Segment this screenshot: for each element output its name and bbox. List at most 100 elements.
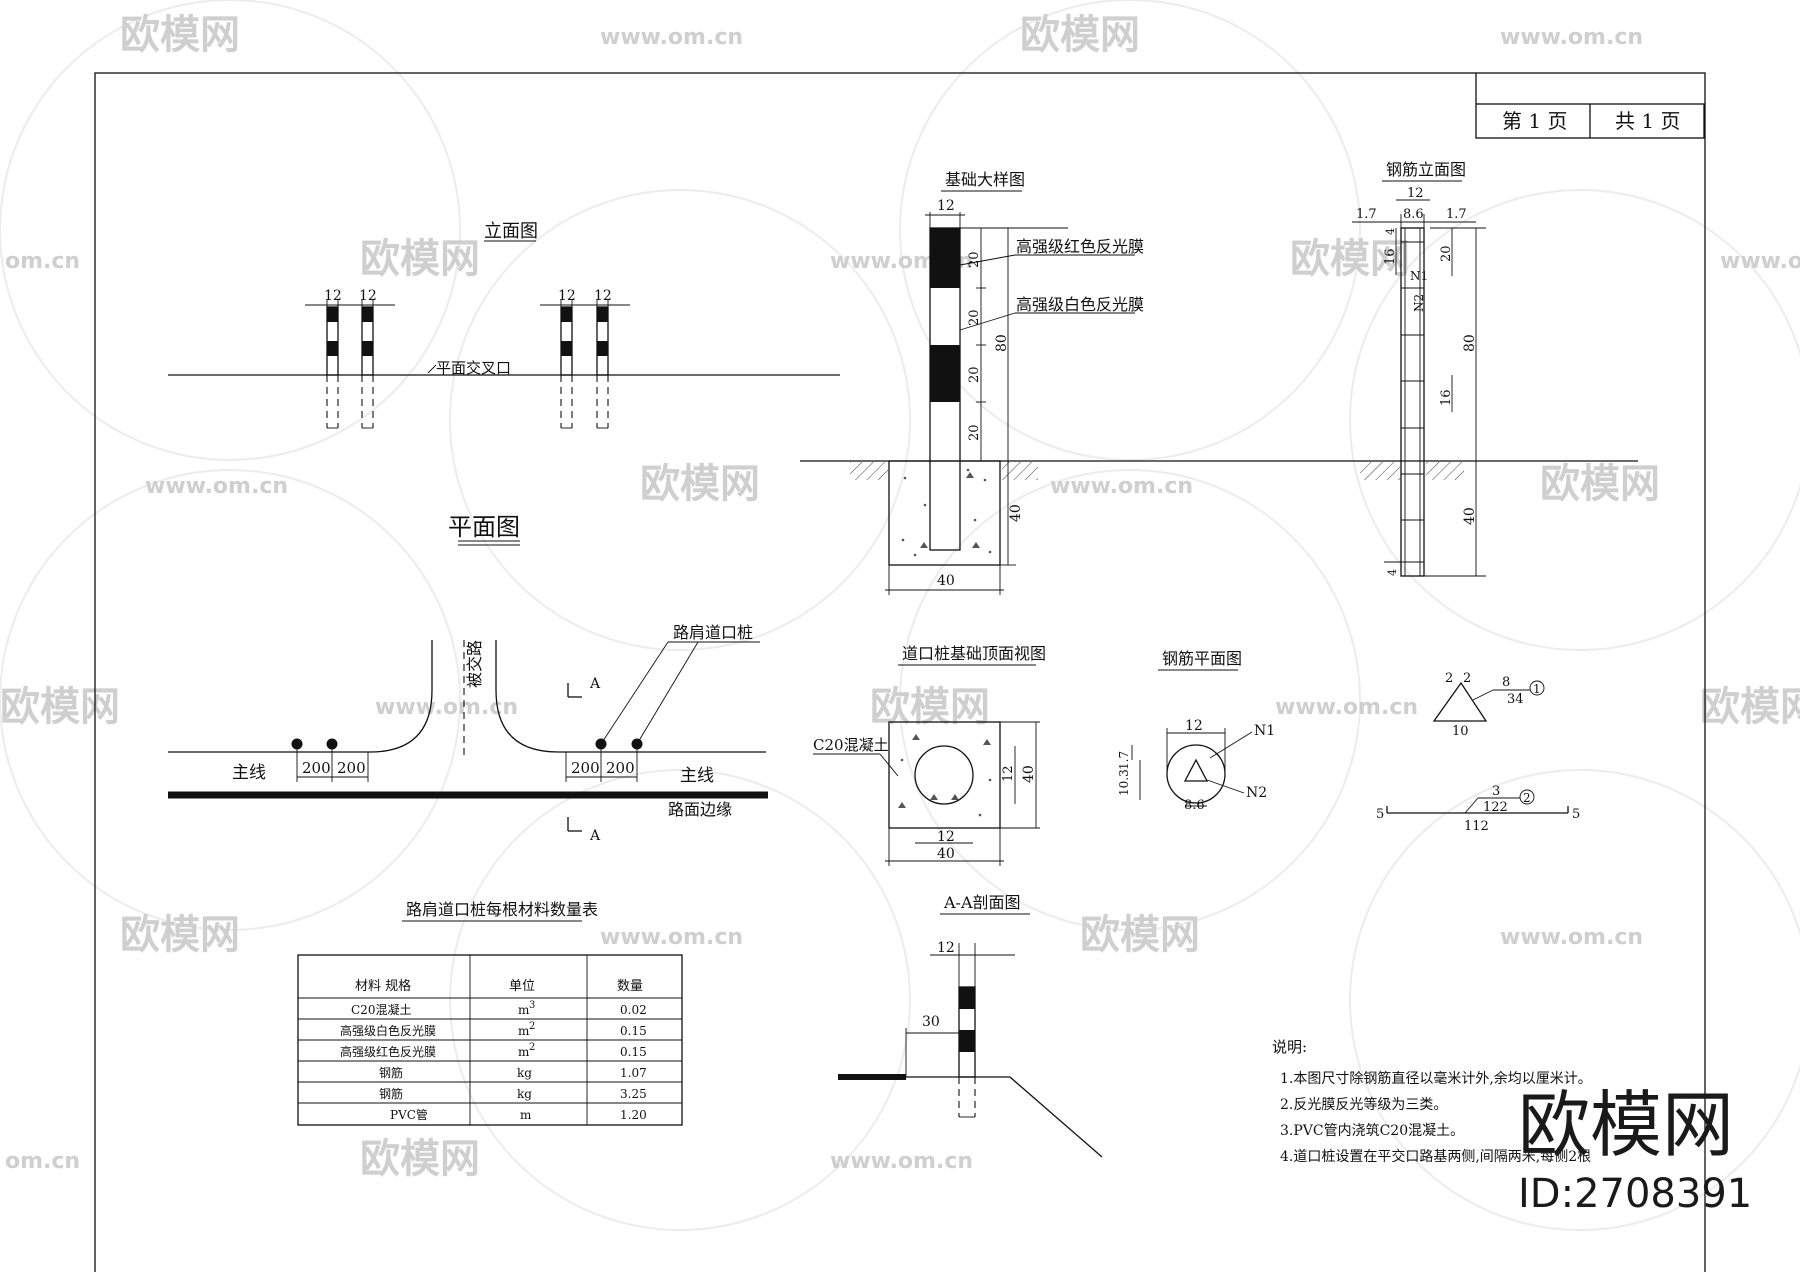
red-film-label: 高强级红色反光膜 [1016, 237, 1144, 256]
watermark-brand: 欧模网 [360, 236, 480, 282]
page-total: 共 1 页 [1615, 109, 1680, 133]
dim-8-6: 8.6 [1184, 798, 1205, 813]
dim-16: 16 [1383, 248, 1398, 265]
rebar-n2: N2 [1412, 294, 1426, 312]
bar-mark-2-no: 2 [1523, 791, 1531, 805]
red-film-band [930, 228, 960, 288]
foundation-title: 基础大样图 [945, 170, 1025, 189]
spacing-dim: 200 [571, 759, 600, 777]
main-line-left: 主线 [232, 763, 266, 783]
dim-top: 12 [937, 198, 955, 214]
pvc-pipe [914, 745, 974, 805]
dim-12: 12 [1185, 718, 1203, 734]
watermark-brand: 欧模网 [640, 461, 760, 507]
dim-width: 40 [937, 573, 955, 589]
note-item: 4.道口桩设置在平交口路基两侧,间隔两米,每侧2根 [1280, 1148, 1591, 1165]
cell-material: PVC管 [390, 1107, 428, 1122]
dim-40: 40 [937, 846, 955, 862]
rebar-plan-title: 钢筋平面图 [1162, 649, 1242, 668]
watermark-brand: 欧模网 [120, 912, 240, 958]
cell-qty: 0.15 [620, 1045, 647, 1059]
dim-20: 20 [1439, 245, 1454, 262]
post-label: 路肩道口桩 [673, 623, 753, 642]
table-title: 路肩道口桩每根材料数量表 [406, 900, 598, 919]
bar-mid: 122 [1483, 800, 1508, 815]
watermark-brand: 欧模网 [360, 1136, 480, 1182]
watermark-brand: 欧模网 [1700, 684, 1800, 730]
watermark-url: www.om.cn [145, 474, 288, 499]
watermark-brand: 欧模网 [120, 12, 240, 58]
dim-40: 40 [1008, 504, 1024, 522]
bar-mark-2 [1519, 789, 1535, 805]
material-table: 路肩道口桩每根材料数量表 材料 规格 单位 数量 C20混凝土 m 3 0.02… [297, 900, 683, 1126]
watermark-brand: 欧模网 [1020, 12, 1140, 58]
rebar-n2-label: N2 [1246, 785, 1267, 801]
rebar-n1-label: N1 [1254, 723, 1275, 739]
title-block: 第 1 页 共 1 页 [1475, 73, 1705, 139]
bending-schedule: 2 2 10 8 34 1 5 5 112 3 122 2 [1376, 671, 1580, 834]
bar-mark-1 [1529, 680, 1545, 696]
watermark-url: www.om.cn [1050, 474, 1193, 499]
dim-12: 12 [1001, 765, 1016, 782]
dim-12: 12 [937, 940, 955, 956]
dim-4: 4 [1384, 228, 1397, 235]
white-film-label: 高强级白色反光膜 [1016, 295, 1144, 314]
dim-12: 12 [324, 288, 342, 304]
dim-20: 20 [967, 366, 982, 383]
watermark-url: www.om.cn [600, 25, 743, 50]
notes-heading: 说明: [1272, 1038, 1307, 1056]
cell-unit: m [518, 1003, 530, 1017]
dim-side: 1.7 [1356, 207, 1377, 222]
watermark-url: www.om.cn [830, 1149, 973, 1174]
spacing-dim: 200 [302, 759, 331, 777]
table-row: 高强级红色反光膜 m 2 0.15 [340, 1042, 647, 1059]
dim-40: 40 [1462, 507, 1478, 525]
concrete-label: C20混凝土 [813, 736, 889, 754]
watermark-url: www.om.cn [1720, 249, 1800, 274]
cell-unit-sup: 2 [529, 1021, 535, 1032]
watermark-brand: 欧模网 [1080, 912, 1200, 958]
watermark-brand: 欧模网 [0, 684, 120, 730]
notes: 说明: 1.本图尺寸除钢筋直径以毫米计外,余均以厘米计。 2.反光膜反光等级为三… [1272, 1038, 1592, 1165]
section-a-a: A-A剖面图 12 30 [838, 893, 1103, 1158]
cell-unit: kg [517, 1066, 532, 1080]
watermark-url: www.om.cn [600, 925, 743, 950]
bar-length: 112 [1464, 819, 1489, 834]
main-road-left [168, 640, 433, 753]
watermark-url: om.cn [5, 249, 80, 274]
stirrup-shape [1432, 681, 1488, 722]
tri-base: 10 [1452, 724, 1469, 739]
rebar-cage [1400, 227, 1425, 577]
section-mark-a: A [589, 828, 601, 844]
cell-qty: 3.25 [620, 1087, 647, 1101]
elevation-post-pair-left: 12 12 [305, 288, 395, 429]
dim-40: 40 [1021, 765, 1037, 783]
plan-title: 平面图 [448, 513, 520, 541]
cell-material: 高强级红色反光膜 [340, 1044, 436, 1059]
note-item: 1.本图尺寸除钢筋直径以毫米计外,余均以厘米计。 [1280, 1070, 1592, 1087]
dim-20: 20 [967, 309, 982, 326]
tri-b: 34 [1507, 692, 1524, 707]
table-header: 材料 规格 [355, 978, 411, 994]
sheet-border [94, 72, 1706, 1272]
bar-end-left: 5 [1376, 807, 1384, 822]
rebar-triangle [1183, 758, 1209, 782]
table-header: 单位 [509, 979, 535, 994]
dim-mid: 8.6 [1403, 207, 1424, 222]
main-line-right: 主线 [680, 766, 714, 786]
cell-material: C20混凝土 [351, 1002, 411, 1017]
table-row: PVC管 m 1.20 [390, 1107, 647, 1122]
dim-side: 1.7 [1446, 207, 1467, 222]
dim-1-7: 1.7 [1117, 751, 1131, 770]
cell-unit-sup: 2 [529, 1042, 535, 1053]
rebar-elev-title: 钢筋立面图 [1386, 160, 1466, 179]
pavement-edge-label: 路面边缘 [668, 800, 732, 819]
cell-unit: kg [517, 1087, 532, 1101]
dim-top: 12 [1407, 186, 1424, 201]
note-item: 3.PVC管内浇筑C20混凝土。 [1280, 1123, 1464, 1139]
cell-qty: 1.20 [620, 1108, 647, 1122]
dim-80: 80 [994, 334, 1010, 352]
table-header: 数量 [617, 979, 643, 994]
dim-4: 4 [1386, 569, 1399, 576]
cell-qty: 0.15 [620, 1024, 647, 1038]
